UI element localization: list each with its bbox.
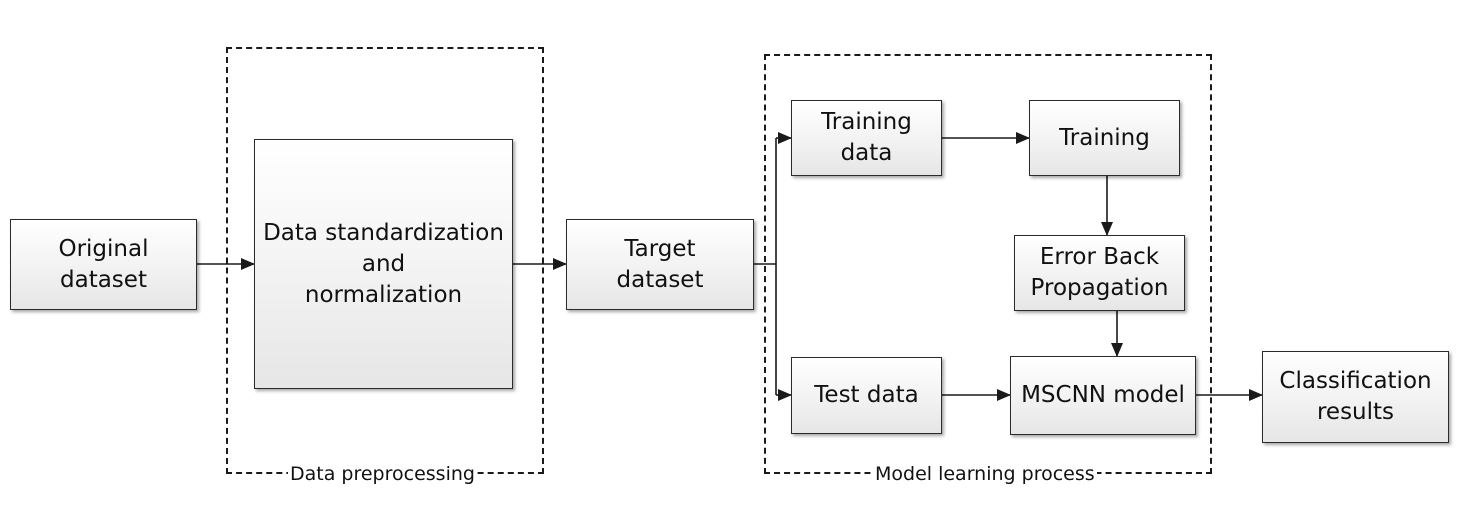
node-original-dataset: Original dataset xyxy=(10,219,197,310)
node-mscnn-model-label: MSCNN model xyxy=(1021,382,1185,408)
group-label-data-preprocessing: Data preprocessing xyxy=(288,463,477,485)
group-label-model-learning-process: Model learning process xyxy=(873,463,1097,485)
node-training-data-label: Training data xyxy=(821,109,912,166)
node-training-label: Training xyxy=(1059,124,1150,151)
node-error-back-propagation-label: Error Back Propagation xyxy=(1030,244,1169,301)
node-test-data: Test data xyxy=(791,357,942,434)
node-test-data-label: Test data xyxy=(814,382,919,408)
node-target-dataset-label: Target dataset xyxy=(616,235,704,293)
node-training: Training xyxy=(1029,100,1180,176)
node-original-dataset-label: Original dataset xyxy=(58,235,149,293)
node-error-back-propagation: Error Back Propagation xyxy=(1014,235,1185,311)
node-data-standardization: Data standardization and normalization xyxy=(254,139,513,389)
node-classification-results-label: Classification results xyxy=(1279,368,1432,425)
node-mscnn-model: MSCNN model xyxy=(1010,356,1196,435)
node-data-standardization-label: Data standardization and normalization xyxy=(263,219,504,308)
node-classification-results: Classification results xyxy=(1262,351,1449,443)
node-target-dataset: Target dataset xyxy=(566,219,754,310)
node-training-data: Training data xyxy=(791,100,942,176)
